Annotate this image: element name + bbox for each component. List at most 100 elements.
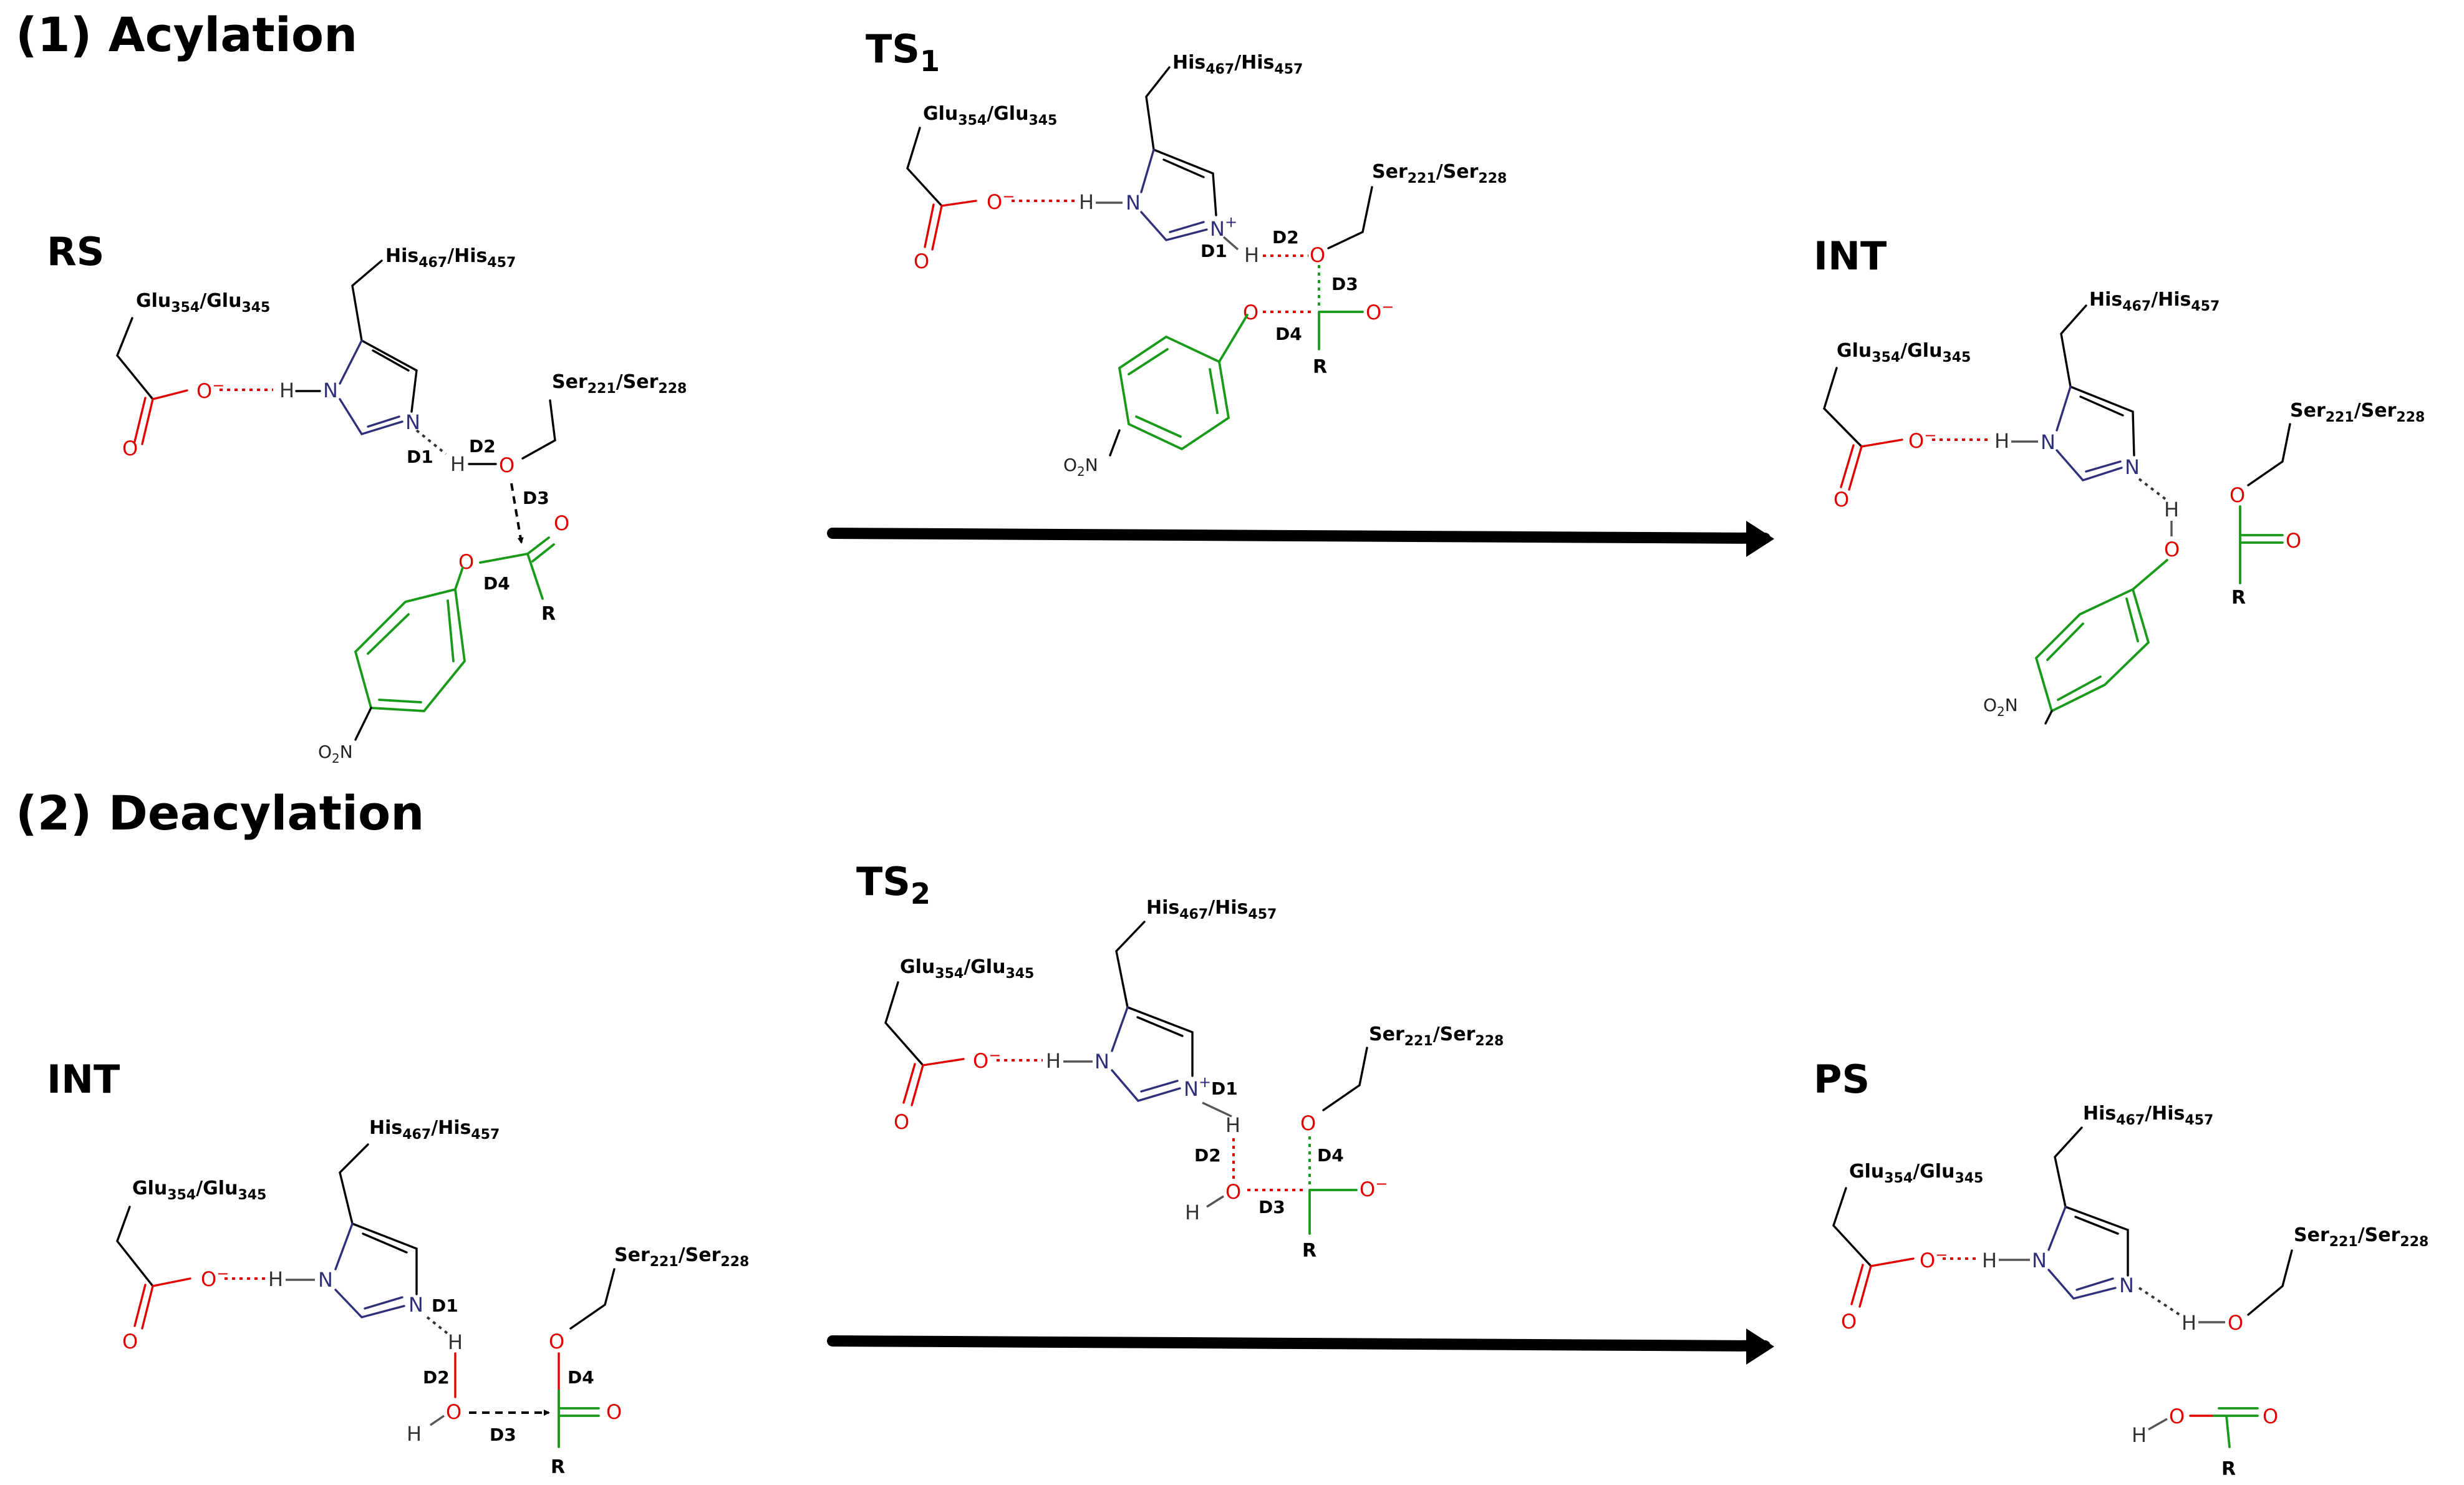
rs-his-label: His467/His457 bbox=[385, 245, 516, 271]
ts1-d3: D3 bbox=[1331, 274, 1358, 294]
ts1-his-n1: N bbox=[1126, 191, 1141, 215]
ts2-water-h: H bbox=[1185, 1201, 1200, 1224]
int-bottom-h1: H bbox=[268, 1267, 283, 1291]
ps-glu-label: Glu354/Glu345 bbox=[1849, 1161, 1983, 1186]
int-bottom-glu-o: O bbox=[122, 1330, 138, 1353]
ps-ser-o: O bbox=[2228, 1311, 2243, 1335]
ts2-ser-label: Ser221/Ser228 bbox=[1369, 1023, 1504, 1049]
reaction-arrow-bottom bbox=[827, 1335, 1771, 1352]
rs-label: RS bbox=[47, 229, 104, 274]
int-top-nitro: O2N bbox=[1983, 695, 2018, 719]
int-bottom-his-n1: N bbox=[318, 1268, 333, 1292]
reaction-arrow-top bbox=[827, 528, 1771, 544]
ps-h1: H bbox=[1982, 1249, 1997, 1272]
ps-ser-h: H bbox=[2181, 1311, 2196, 1335]
deacylation-title: (2) Deacylation bbox=[16, 785, 424, 841]
ts1-o-minus: O− bbox=[1366, 298, 1394, 324]
int-bottom-his-n3: N bbox=[408, 1293, 423, 1317]
int-bottom-glu-o-minus: O− bbox=[201, 1265, 229, 1291]
ts2-d4: D4 bbox=[1317, 1145, 1344, 1166]
ts2-glu-o: O bbox=[894, 1110, 909, 1134]
int-top-his-n1: N bbox=[2041, 430, 2056, 454]
int-top-ser-o: O bbox=[2230, 483, 2245, 507]
ts1-label: TS1 bbox=[866, 26, 940, 78]
ts2-sub: 2 bbox=[911, 877, 930, 911]
int-bottom-h2: H bbox=[448, 1330, 463, 1354]
ts2-d1: D1 bbox=[1211, 1078, 1238, 1099]
int-top-structure: Glu354/Glu345 O− O H His467/His457 N N H… bbox=[1823, 289, 2425, 725]
ts1-d4: D4 bbox=[1275, 324, 1302, 344]
int-bottom-label: INT bbox=[47, 1057, 120, 1102]
ts1-ser-o: O bbox=[1310, 243, 1325, 267]
ts2-ser-o: O bbox=[1300, 1111, 1316, 1135]
ts2-structure: Glu354/Glu345 O− O H His467/His457 N N+ … bbox=[884, 897, 1504, 1262]
reaction-arrow-top-head bbox=[1746, 521, 1774, 557]
rs-his-n3: N bbox=[405, 410, 420, 434]
ps-his-n1: N bbox=[2032, 1249, 2047, 1272]
ts2-d3: D3 bbox=[1259, 1197, 1285, 1217]
rs-ser-label: Ser221/Ser228 bbox=[552, 371, 687, 397]
rs-ser-o: O bbox=[499, 453, 515, 477]
rs-d1: D1 bbox=[407, 447, 433, 467]
int-top-glu-o: O bbox=[1834, 488, 1849, 511]
rs-his-n1: N bbox=[323, 379, 338, 402]
ts1-sub: 1 bbox=[920, 44, 940, 78]
ts2-glu-label: Glu354/Glu345 bbox=[900, 956, 1034, 982]
int-top-r: R bbox=[2231, 587, 2246, 609]
ts1-h2: H bbox=[1244, 243, 1259, 267]
ts2-his-n3: N+ bbox=[1184, 1073, 1211, 1101]
ps-acid-carbonyl-o: O bbox=[2263, 1405, 2278, 1428]
rs-d4: D4 bbox=[483, 573, 510, 594]
int-bottom-his-label: His467/His457 bbox=[369, 1117, 500, 1143]
ts1-d2: D2 bbox=[1272, 227, 1299, 248]
int-bottom-glu-label: Glu354/Glu345 bbox=[132, 1178, 266, 1203]
int-top-ser-label: Ser221/Ser228 bbox=[2290, 400, 2425, 425]
int-bottom-d1: D1 bbox=[432, 1295, 458, 1316]
int-top-glu-label: Glu354/Glu345 bbox=[1837, 340, 1971, 365]
rs-ser-h: H bbox=[450, 452, 465, 476]
reaction-arrow-bottom-head bbox=[1746, 1328, 1774, 1365]
ts1-his-label: His467/His457 bbox=[1172, 52, 1303, 77]
rs-h1: H bbox=[279, 379, 294, 402]
ps-r: R bbox=[2221, 1458, 2236, 1480]
int-bottom-water-o: O bbox=[446, 1400, 461, 1424]
int-bottom-water-h: H bbox=[407, 1422, 422, 1446]
int-top-carbonyl-o: O bbox=[2286, 529, 2301, 553]
ts1-ser-label: Ser221/Ser228 bbox=[1372, 161, 1507, 186]
int-top-phenol-o: O bbox=[2164, 538, 2180, 561]
int-top-his-label: His467/His457 bbox=[2089, 289, 2220, 314]
rs-glu-label: Glu354/Glu345 bbox=[136, 290, 270, 316]
ts1-h1: H bbox=[1079, 190, 1094, 214]
int-bottom-ser-o: O bbox=[549, 1330, 564, 1353]
int-bottom-d2: D2 bbox=[423, 1367, 450, 1388]
rs-d3: D3 bbox=[523, 488, 549, 508]
ts1-r: R bbox=[1313, 356, 1327, 378]
ps-ser-label: Ser221/Ser228 bbox=[2294, 1224, 2428, 1250]
ts1-d1: D1 bbox=[1201, 241, 1227, 261]
rs-d2: D2 bbox=[469, 436, 496, 457]
int-bottom-structure: Glu354/Glu345 O− O H His467/His457 N N D… bbox=[116, 1117, 749, 1478]
rs-structure: Glu354/Glu345 O− O H His467/His457 N N D… bbox=[116, 245, 687, 766]
ts1-structure: Glu354/Glu345 O− O H His467/His457 N N+ … bbox=[906, 52, 1507, 479]
ts2-label: TS2 bbox=[856, 859, 930, 911]
ts1-glu-label: Glu354/Glu345 bbox=[923, 103, 1057, 128]
ts1-his-n3: N+ bbox=[1210, 213, 1237, 241]
int-top-h2: H bbox=[2164, 498, 2179, 521]
int-bottom-d3: D3 bbox=[490, 1425, 516, 1445]
ts1-glu-o-minus: O− bbox=[987, 188, 1015, 214]
ts2-h2: H bbox=[1225, 1113, 1240, 1137]
ps-structure: Glu354/Glu345 O− O H His467/His457 N N H… bbox=[1832, 1103, 2428, 1480]
ts1-ester-o: O bbox=[1243, 301, 1259, 324]
int-bottom-d4: D4 bbox=[568, 1367, 594, 1388]
ps-his-n3: N bbox=[2119, 1274, 2134, 1297]
ps-glu-o: O bbox=[1841, 1310, 1857, 1333]
int-top-label: INT bbox=[1814, 233, 1887, 279]
ts2-his-n1: N bbox=[1094, 1050, 1109, 1073]
ps-label: PS bbox=[1814, 1057, 1870, 1102]
ts2-main: TS bbox=[856, 859, 911, 904]
int-bottom-ser-label: Ser221/Ser228 bbox=[614, 1244, 749, 1270]
rs-r: R bbox=[541, 603, 556, 625]
rs-nitro: O2N bbox=[318, 742, 353, 766]
int-top-his-n3: N bbox=[2125, 455, 2140, 479]
